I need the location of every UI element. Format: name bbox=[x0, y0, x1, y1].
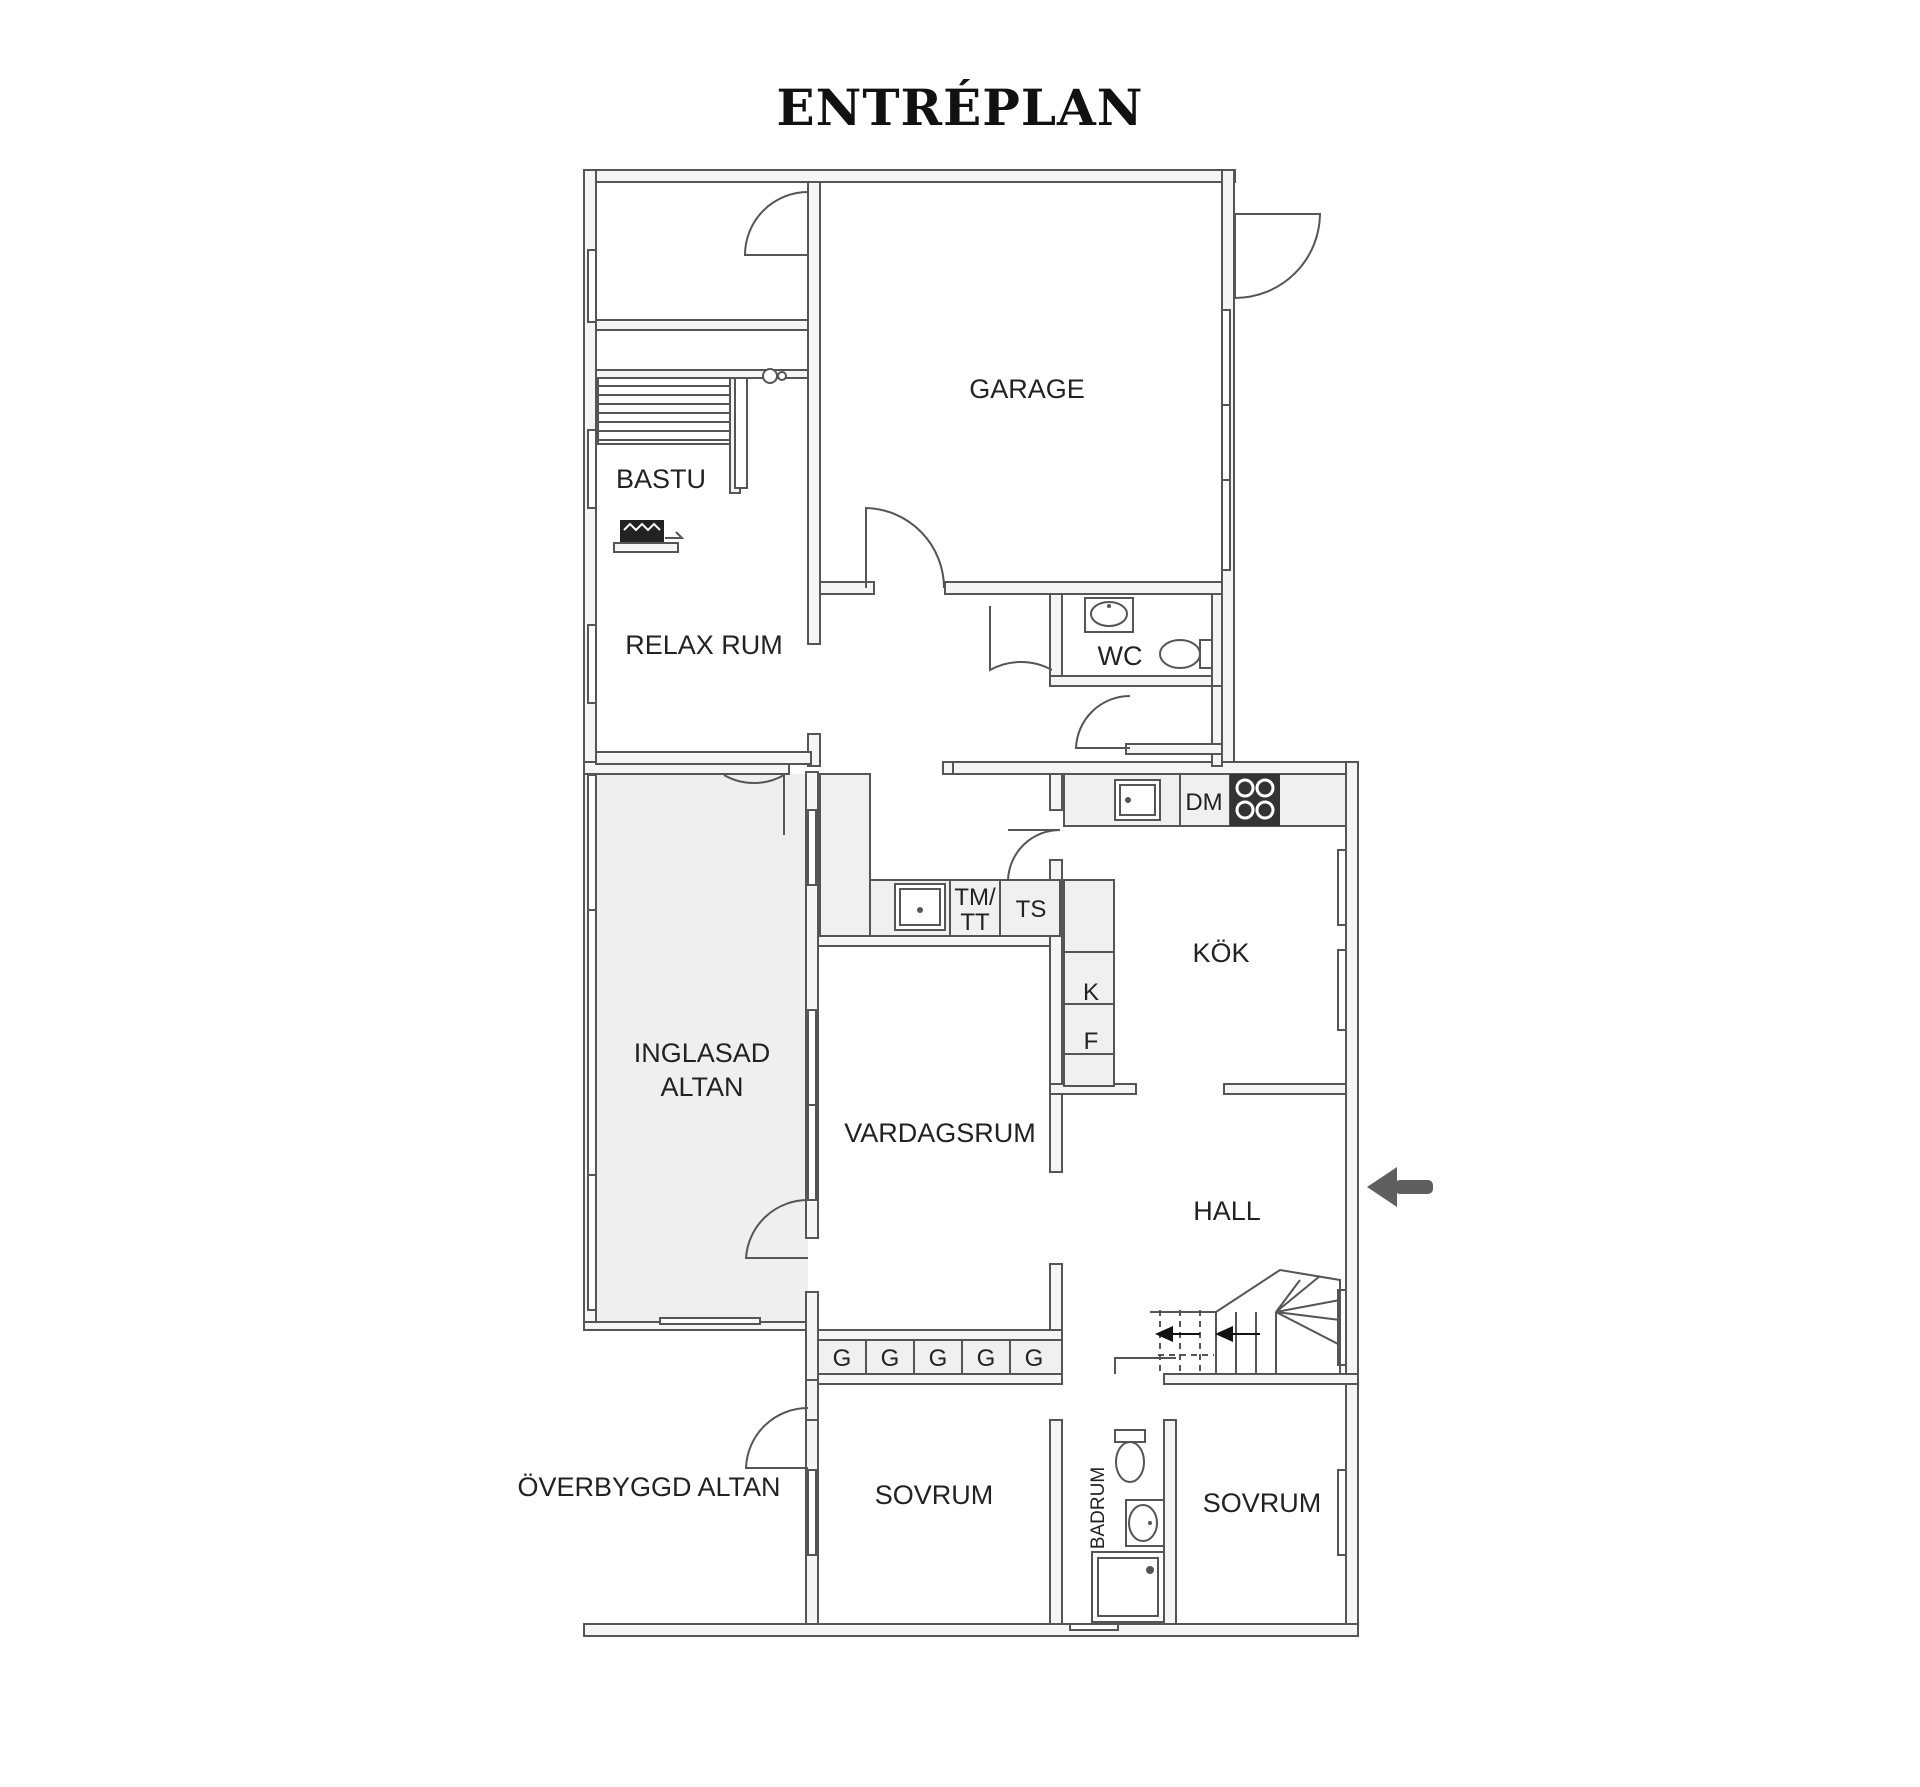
room-label-wc: WC bbox=[1098, 641, 1143, 671]
room-label-inglasad: INGLASAD bbox=[634, 1038, 771, 1068]
wc-toilet-icon bbox=[1159, 639, 1213, 669]
entrance-arrow-icon bbox=[1367, 1167, 1433, 1207]
sauna-tap-icon bbox=[762, 368, 787, 384]
wardrobe-label: G bbox=[977, 1345, 996, 1372]
bathroom-sink-icon bbox=[1125, 1499, 1165, 1547]
room-label-badrum: BADRUM bbox=[1088, 1467, 1109, 1549]
room-label-garage: GARAGE bbox=[969, 374, 1085, 404]
shower-icon bbox=[1091, 1551, 1165, 1623]
doors bbox=[723, 191, 1322, 1469]
room-label-bastu: BASTU bbox=[616, 464, 706, 494]
laundry-counter bbox=[819, 773, 1061, 937]
fixture-label-k: K bbox=[1083, 979, 1099, 1006]
room-label-sovrum-right: SOVRUM bbox=[1203, 1488, 1322, 1518]
wardrobe-label: G bbox=[833, 1345, 852, 1372]
room-label-hall: HALL bbox=[1193, 1196, 1261, 1226]
room-label-sovrum-left: SOVRUM bbox=[875, 1480, 994, 1510]
room-label-altan: ALTAN bbox=[660, 1072, 743, 1102]
fixture-label-tm: TM/ bbox=[954, 884, 996, 911]
fixture-label-ts: TS bbox=[1016, 896, 1047, 923]
kitchen-tall-units bbox=[1063, 879, 1115, 1087]
wardrobe-label: G bbox=[929, 1345, 948, 1372]
room-label-vardagsrum: VARDAGSRUM bbox=[844, 1118, 1036, 1148]
windows bbox=[587, 249, 1347, 1631]
sauna-bench bbox=[597, 377, 748, 489]
room-label-overbyggd-altan: ÖVERBYGGD ALTAN bbox=[517, 1472, 780, 1502]
inglasad-altan-floor bbox=[596, 774, 808, 1322]
fixture-label-f: F bbox=[1084, 1028, 1099, 1055]
fixture-label-dm: DM bbox=[1185, 789, 1222, 816]
wardrobe-label: G bbox=[881, 1345, 900, 1372]
fixture-label-tt: TT bbox=[960, 909, 990, 936]
wc-sink-icon bbox=[1084, 597, 1134, 633]
kitchen-counter bbox=[1063, 773, 1347, 827]
wardrobe-label: G bbox=[1025, 1345, 1044, 1372]
stair-arrow-icons bbox=[1155, 1326, 1260, 1342]
stove-icon bbox=[1230, 774, 1280, 826]
room-label-kok: KÖK bbox=[1192, 938, 1249, 968]
staircase bbox=[1150, 1268, 1341, 1375]
room-label-relax-rum: RELAX RUM bbox=[625, 630, 783, 660]
bathroom-toilet-icon bbox=[1114, 1429, 1146, 1483]
wardrobe-row bbox=[817, 1339, 1063, 1375]
sauna-heater-icon bbox=[620, 520, 685, 542]
plan-title: ENTRÉPLAN bbox=[776, 78, 1144, 137]
